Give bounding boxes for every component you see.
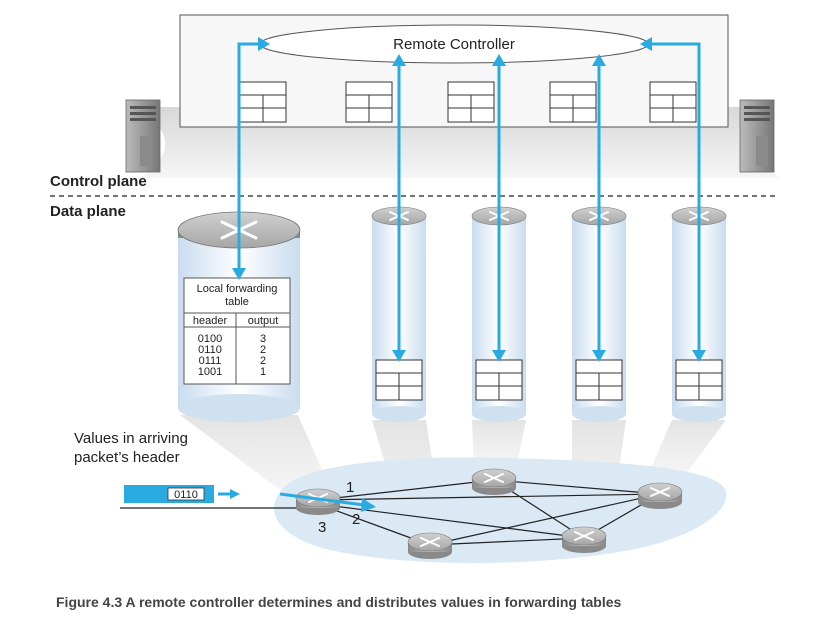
fwd-row-1-output: 3	[260, 333, 266, 345]
controller-table-4	[549, 81, 597, 123]
controller-table-3	[447, 81, 495, 123]
packet-caption-line2: packet’s header	[74, 449, 180, 466]
fwd-col-output: output	[248, 315, 279, 327]
packet-path-arrow	[279, 492, 376, 512]
port-3-label: 3	[318, 519, 326, 536]
beam-5	[645, 420, 726, 482]
beam-3	[472, 420, 526, 470]
port-1-label: 1	[346, 479, 354, 496]
local-forwarding-table: Local forwarding table header output 010…	[183, 277, 291, 385]
port-2-label: 2	[352, 511, 360, 528]
fwd-row-3-header: 0111	[199, 355, 222, 367]
arrowheads	[232, 37, 706, 362]
packet-caption-line1: Values in arriving	[74, 430, 188, 447]
fwd-table-title-line1: Local forwarding	[197, 283, 278, 295]
controller-arrows	[237, 42, 701, 356]
fwd-row-2-header: 0110	[198, 344, 222, 356]
server-left-icon	[125, 99, 161, 173]
fwd-col-header: header	[193, 315, 228, 327]
controller-table-2	[345, 81, 393, 123]
fwd-row-3-output: 2	[260, 355, 266, 367]
controller-table-5	[649, 81, 697, 123]
network-cloud	[273, 457, 727, 563]
control-plane-label: Control plane	[50, 173, 147, 190]
arrow-controller-router-1	[237, 42, 260, 270]
network-router-c-icon	[637, 482, 683, 509]
network-router-b-icon	[471, 468, 517, 495]
network-router-d-icon	[561, 526, 607, 553]
fwd-row-4-output: 1	[260, 366, 266, 378]
arriving-packet: 0110	[124, 485, 240, 503]
fwd-table-title-line2: table	[225, 296, 249, 308]
arrow-controller-router-5	[650, 42, 701, 356]
server-right-icon	[739, 99, 775, 173]
network-router-e-icon	[407, 532, 453, 559]
fwd-row-2-output: 2	[260, 344, 266, 356]
controller-table-1	[239, 81, 287, 123]
fwd-row-4-header: 1001	[198, 366, 222, 378]
packet-header-value: 0110	[174, 489, 198, 501]
remote-controller-label: Remote Controller	[393, 36, 515, 53]
figure-caption: Figure 4.3 A remote controller determine…	[56, 594, 622, 610]
data-plane-label: Data plane	[50, 203, 126, 220]
fwd-row-1-header: 0100	[198, 333, 222, 345]
